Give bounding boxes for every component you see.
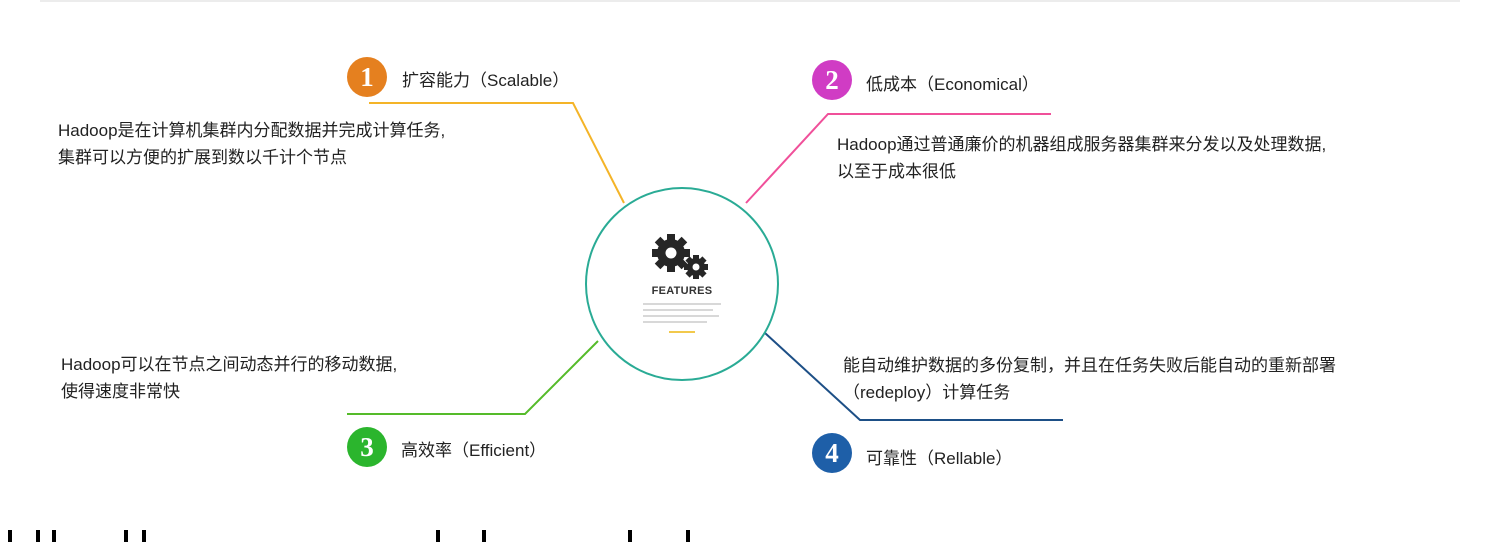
desc-efficient-line-1: Hadoop可以在节点之间动态并行的移动数据, — [61, 355, 398, 374]
connector-efficient — [347, 340, 599, 415]
title-scalable: 扩容能力（Scalable） — [402, 71, 570, 90]
desc-economical: Hadoop通过普通廉价的机器组成服务器集群来分发以及处理数据, 以至于成本很低 — [837, 131, 1326, 185]
bottom-cropped-marks — [0, 530, 1497, 542]
top-divider — [40, 0, 1460, 2]
desc-scalable: Hadoop是在计算机集群内分配数据并完成计算任务, 集群可以方便的扩展到数以千… — [58, 117, 445, 171]
title-economical: 低成本（Economical） — [866, 75, 1039, 94]
badge-scalable: 1 — [347, 57, 387, 97]
features-hub: FEATURES — [585, 187, 779, 381]
connector-scalable — [369, 102, 625, 204]
placeholder-lines — [643, 303, 721, 327]
desc-scalable-line-1: Hadoop是在计算机集群内分配数据并完成计算任务, — [58, 121, 446, 140]
title-reliable: 可靠性（Rellable） — [866, 449, 1013, 468]
features-card: FEATURES — [623, 227, 741, 335]
desc-economical-line-2: 以至于成本很低 — [837, 162, 956, 181]
desc-scalable-line-2: 集群可以方便的扩展到数以千计个节点 — [58, 148, 347, 167]
gears-icon — [652, 234, 708, 279]
badge-reliable: 4 — [812, 433, 852, 473]
title-efficient: 高效率（Efficient） — [401, 441, 547, 460]
features-label: FEATURES — [651, 285, 713, 297]
badge-efficient: 3 — [347, 427, 387, 467]
badge-economical: 2 — [812, 60, 852, 100]
connector-reliable — [764, 332, 1063, 421]
desc-reliable-line-1: 能自动维护数据的多份复制，并且在任务失败后能自动的重新部署 — [843, 356, 1336, 375]
desc-economical-line-1: Hadoop通过普通廉价的机器组成服务器集群来分发以及处理数据, — [837, 135, 1327, 154]
connector-economical — [745, 113, 1051, 204]
desc-efficient: Hadoop可以在节点之间动态并行的移动数据, 使得速度非常快 — [61, 351, 397, 405]
desc-reliable: 能自动维护数据的多份复制，并且在任务失败后能自动的重新部署 （redeploy）… — [843, 352, 1336, 406]
desc-reliable-line-2: （redeploy）计算任务 — [843, 383, 1011, 402]
desc-efficient-line-2: 使得速度非常快 — [61, 382, 180, 401]
accent-bar — [669, 331, 695, 333]
